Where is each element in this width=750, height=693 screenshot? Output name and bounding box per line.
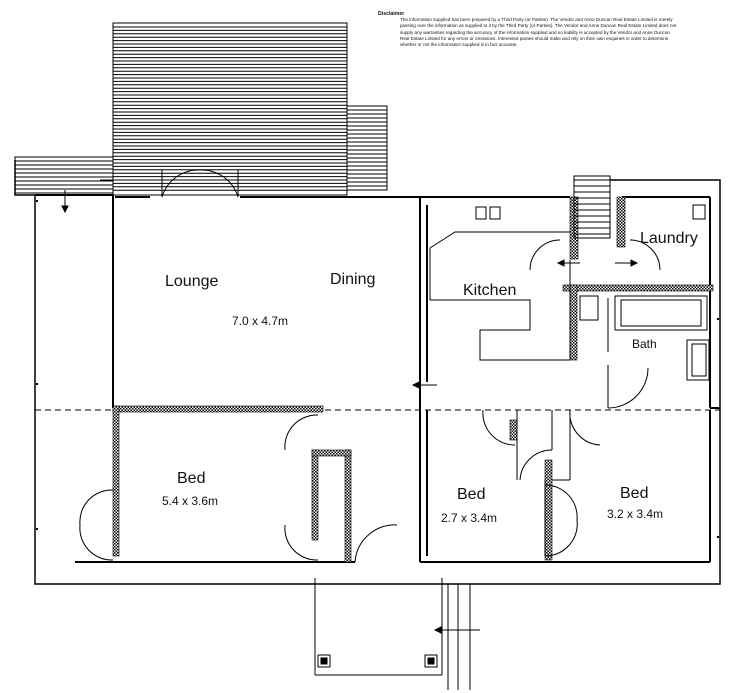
deck-steps	[346, 105, 388, 191]
room-label-bed-2: Bed	[457, 486, 486, 503]
room-label-bed-1: Bed	[177, 470, 206, 487]
outer-boundary	[14, 160, 721, 585]
room-label-lounge: Lounge	[165, 273, 219, 290]
internal-stairs	[573, 175, 611, 239]
room-label-dining: Dining	[330, 271, 376, 288]
room-dim-bed-2: 2.7 x 3.4m	[441, 511, 498, 525]
side-deck	[14, 156, 114, 196]
room-dim-lounge: 7.0 x 4.7m	[232, 314, 289, 328]
interior-lines	[429, 204, 710, 556]
room-dim-bed-1: 5.4 x 3.6m	[162, 494, 219, 508]
disclaimer-body: The information supplied has been prepar…	[400, 17, 677, 48]
room-label-bed-3: Bed	[620, 485, 649, 502]
disclaimer-title: Disclaimer	[378, 11, 405, 17]
room-label-kitchen: Kitchen	[463, 282, 517, 299]
deck	[112, 22, 348, 196]
room-label-laundry: Laundry	[640, 230, 698, 247]
disclaimer: Disclaimer The information supplied has …	[378, 11, 678, 48]
room-dim-bed-3: 3.2 x 3.4m	[607, 507, 664, 521]
boundary-ticks	[36, 200, 719, 538]
carport	[314, 578, 471, 690]
exterior-walls	[35, 194, 720, 563]
room-label-bath: Bath	[632, 337, 657, 351]
door-swings	[79, 169, 661, 563]
